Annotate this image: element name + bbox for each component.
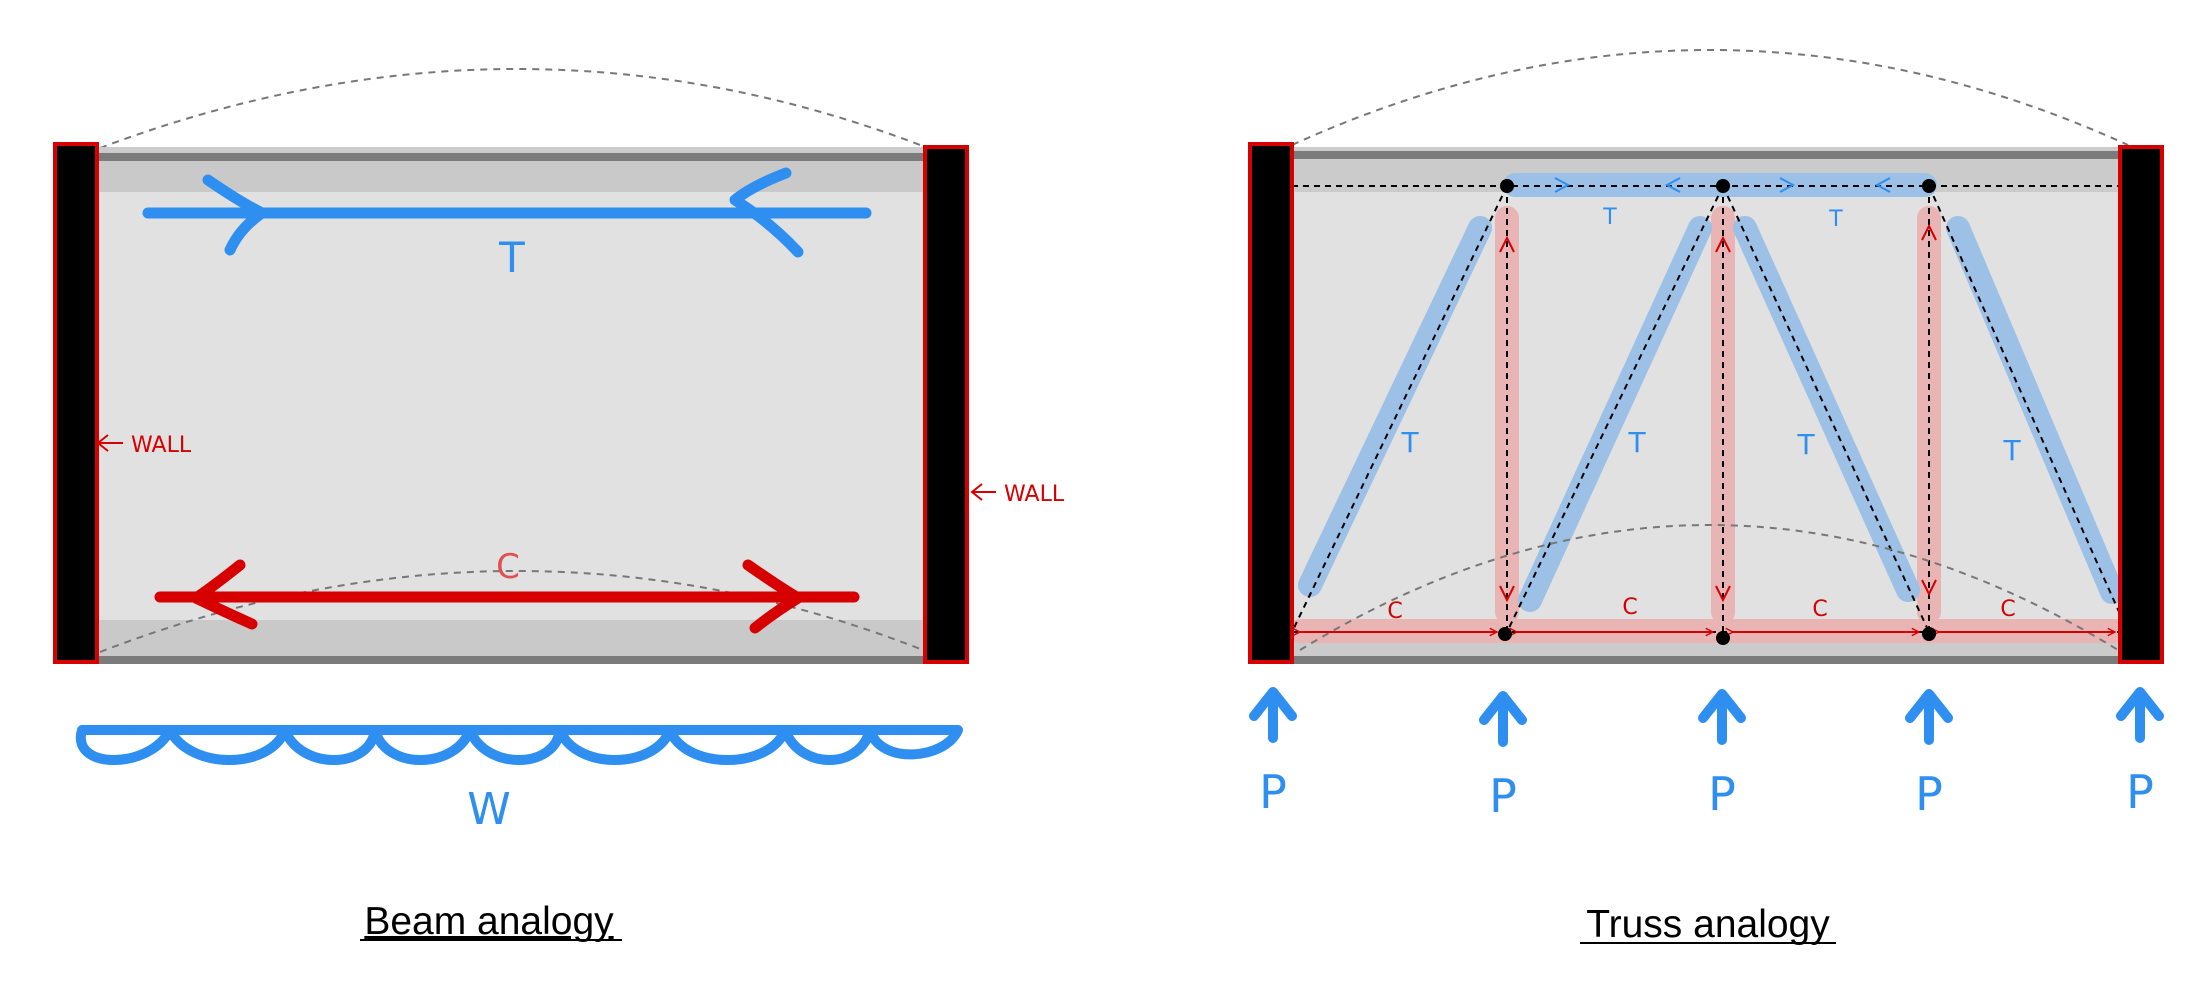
top-chord-label-2: T <box>1828 207 1843 232</box>
vertical-2-top-arrow-icon <box>1715 235 1731 253</box>
beam-distributed-load-icon <box>75 725 963 765</box>
support-label-2: P <box>1489 769 1517 823</box>
support-1: P <box>1249 687 1297 819</box>
truss-analogy: T T T T T T C C C C P P P <box>1248 49 2164 946</box>
vertical-3-bottom-arrow-icon <box>1921 579 1937 597</box>
truss-joint <box>1498 627 1512 641</box>
support-arrow-4-icon <box>1905 689 1953 745</box>
top-arrow-2-icon <box>1664 177 1681 193</box>
bottom-chord-label-3: C <box>1812 597 1827 622</box>
truss-supports: P P P P P <box>1249 687 2164 823</box>
truss-diagonal-band-4 <box>1946 216 2124 604</box>
truss-member-diagonal-3 <box>1722 185 1930 633</box>
support-2: P <box>1479 691 1527 823</box>
bottom-chord-label-1: C <box>1387 599 1402 624</box>
beam-body <box>67 147 941 663</box>
beam-analogy: T C WALL WALL W Beam analogy <box>53 68 1065 943</box>
truss-bottom-arch <box>1299 524 2119 651</box>
bottom-chord-label-4: C <box>2000 597 2015 622</box>
top-arrow-4-icon <box>1874 177 1891 193</box>
support-label-3: P <box>1708 767 1736 821</box>
beam-left-wall-pointer-icon <box>96 434 123 452</box>
vertical-3-top-arrow-icon <box>1921 223 1937 241</box>
beam-tension-label: T <box>498 233 525 282</box>
beam-left-wall <box>53 142 99 664</box>
support-arrow-3-icon <box>1698 689 1746 745</box>
beam-tension-right-arrowhead <box>729 167 804 258</box>
top-arrow-3-icon <box>1779 177 1796 193</box>
support-4: P <box>1905 689 1953 821</box>
vertical-1-top-arrow-icon <box>1499 235 1515 253</box>
support-label-1: P <box>1259 765 1287 819</box>
support-arrow-5-icon <box>2116 687 2164 743</box>
diagonal-label-1: T <box>1400 426 1419 459</box>
support-label-5: P <box>2126 765 2154 819</box>
truss-right-wall <box>2118 145 2164 664</box>
truss-caption: Truss analogy <box>1586 903 1830 946</box>
beam-compression-right-arrowhead <box>742 559 804 634</box>
truss-top-arch <box>1291 49 2129 146</box>
beam-tension-left-arrowhead <box>202 174 268 256</box>
beam-load-label: W <box>467 784 511 835</box>
beam-compression-left-arrowhead <box>190 559 258 630</box>
support-3: P <box>1698 689 1746 821</box>
support-5: P <box>2116 687 2164 819</box>
truss-member-diagonal-1 <box>1291 185 1508 633</box>
top-chord-label-1: T <box>1602 205 1617 230</box>
beam-left-wall-label: WALL <box>131 433 192 458</box>
vertical-2-bottom-arrow-icon <box>1715 585 1731 603</box>
beam-right-wall <box>923 145 969 664</box>
support-arrow-2-icon <box>1479 691 1527 747</box>
support-label-4: P <box>1915 767 1943 821</box>
beam-right-wall-label: WALL <box>1004 482 1065 507</box>
truss-top-chord-arrows <box>1554 177 1891 193</box>
beam-compression-label: C <box>496 547 520 587</box>
truss-member-diagonal-2 <box>1506 185 1724 633</box>
truss-joint <box>1716 179 1730 193</box>
truss-member-labels: T T T T T T C C C C <box>1387 205 2021 624</box>
vertical-1-bottom-arrow-icon <box>1499 585 1515 603</box>
diagonal-label-4: T <box>2002 434 2021 467</box>
beam-top-arch <box>99 68 929 149</box>
beam-bottom-band <box>70 620 938 658</box>
beam-caption: Beam analogy <box>364 900 614 943</box>
truss-joints <box>1498 179 1936 645</box>
top-arrow-1-icon <box>1554 177 1571 193</box>
bottom-chord-label-2: C <box>1622 595 1637 620</box>
diagonal-label-3: T <box>1796 428 1815 461</box>
truss-joint <box>1922 627 1936 641</box>
truss-joint <box>1716 631 1730 645</box>
truss-vertical-arrows <box>1499 223 1937 603</box>
support-arrow-1-icon <box>1249 687 1297 743</box>
truss-left-wall <box>1248 142 1294 664</box>
diagonal-label-2: T <box>1627 426 1646 459</box>
beam-right-wall-pointer-icon <box>970 483 996 501</box>
truss-joint <box>1500 179 1514 193</box>
truss-diagonal-band-1 <box>1298 216 1492 597</box>
truss-joint <box>1922 179 1936 193</box>
truss-member-diagonal-4 <box>1928 185 2129 633</box>
